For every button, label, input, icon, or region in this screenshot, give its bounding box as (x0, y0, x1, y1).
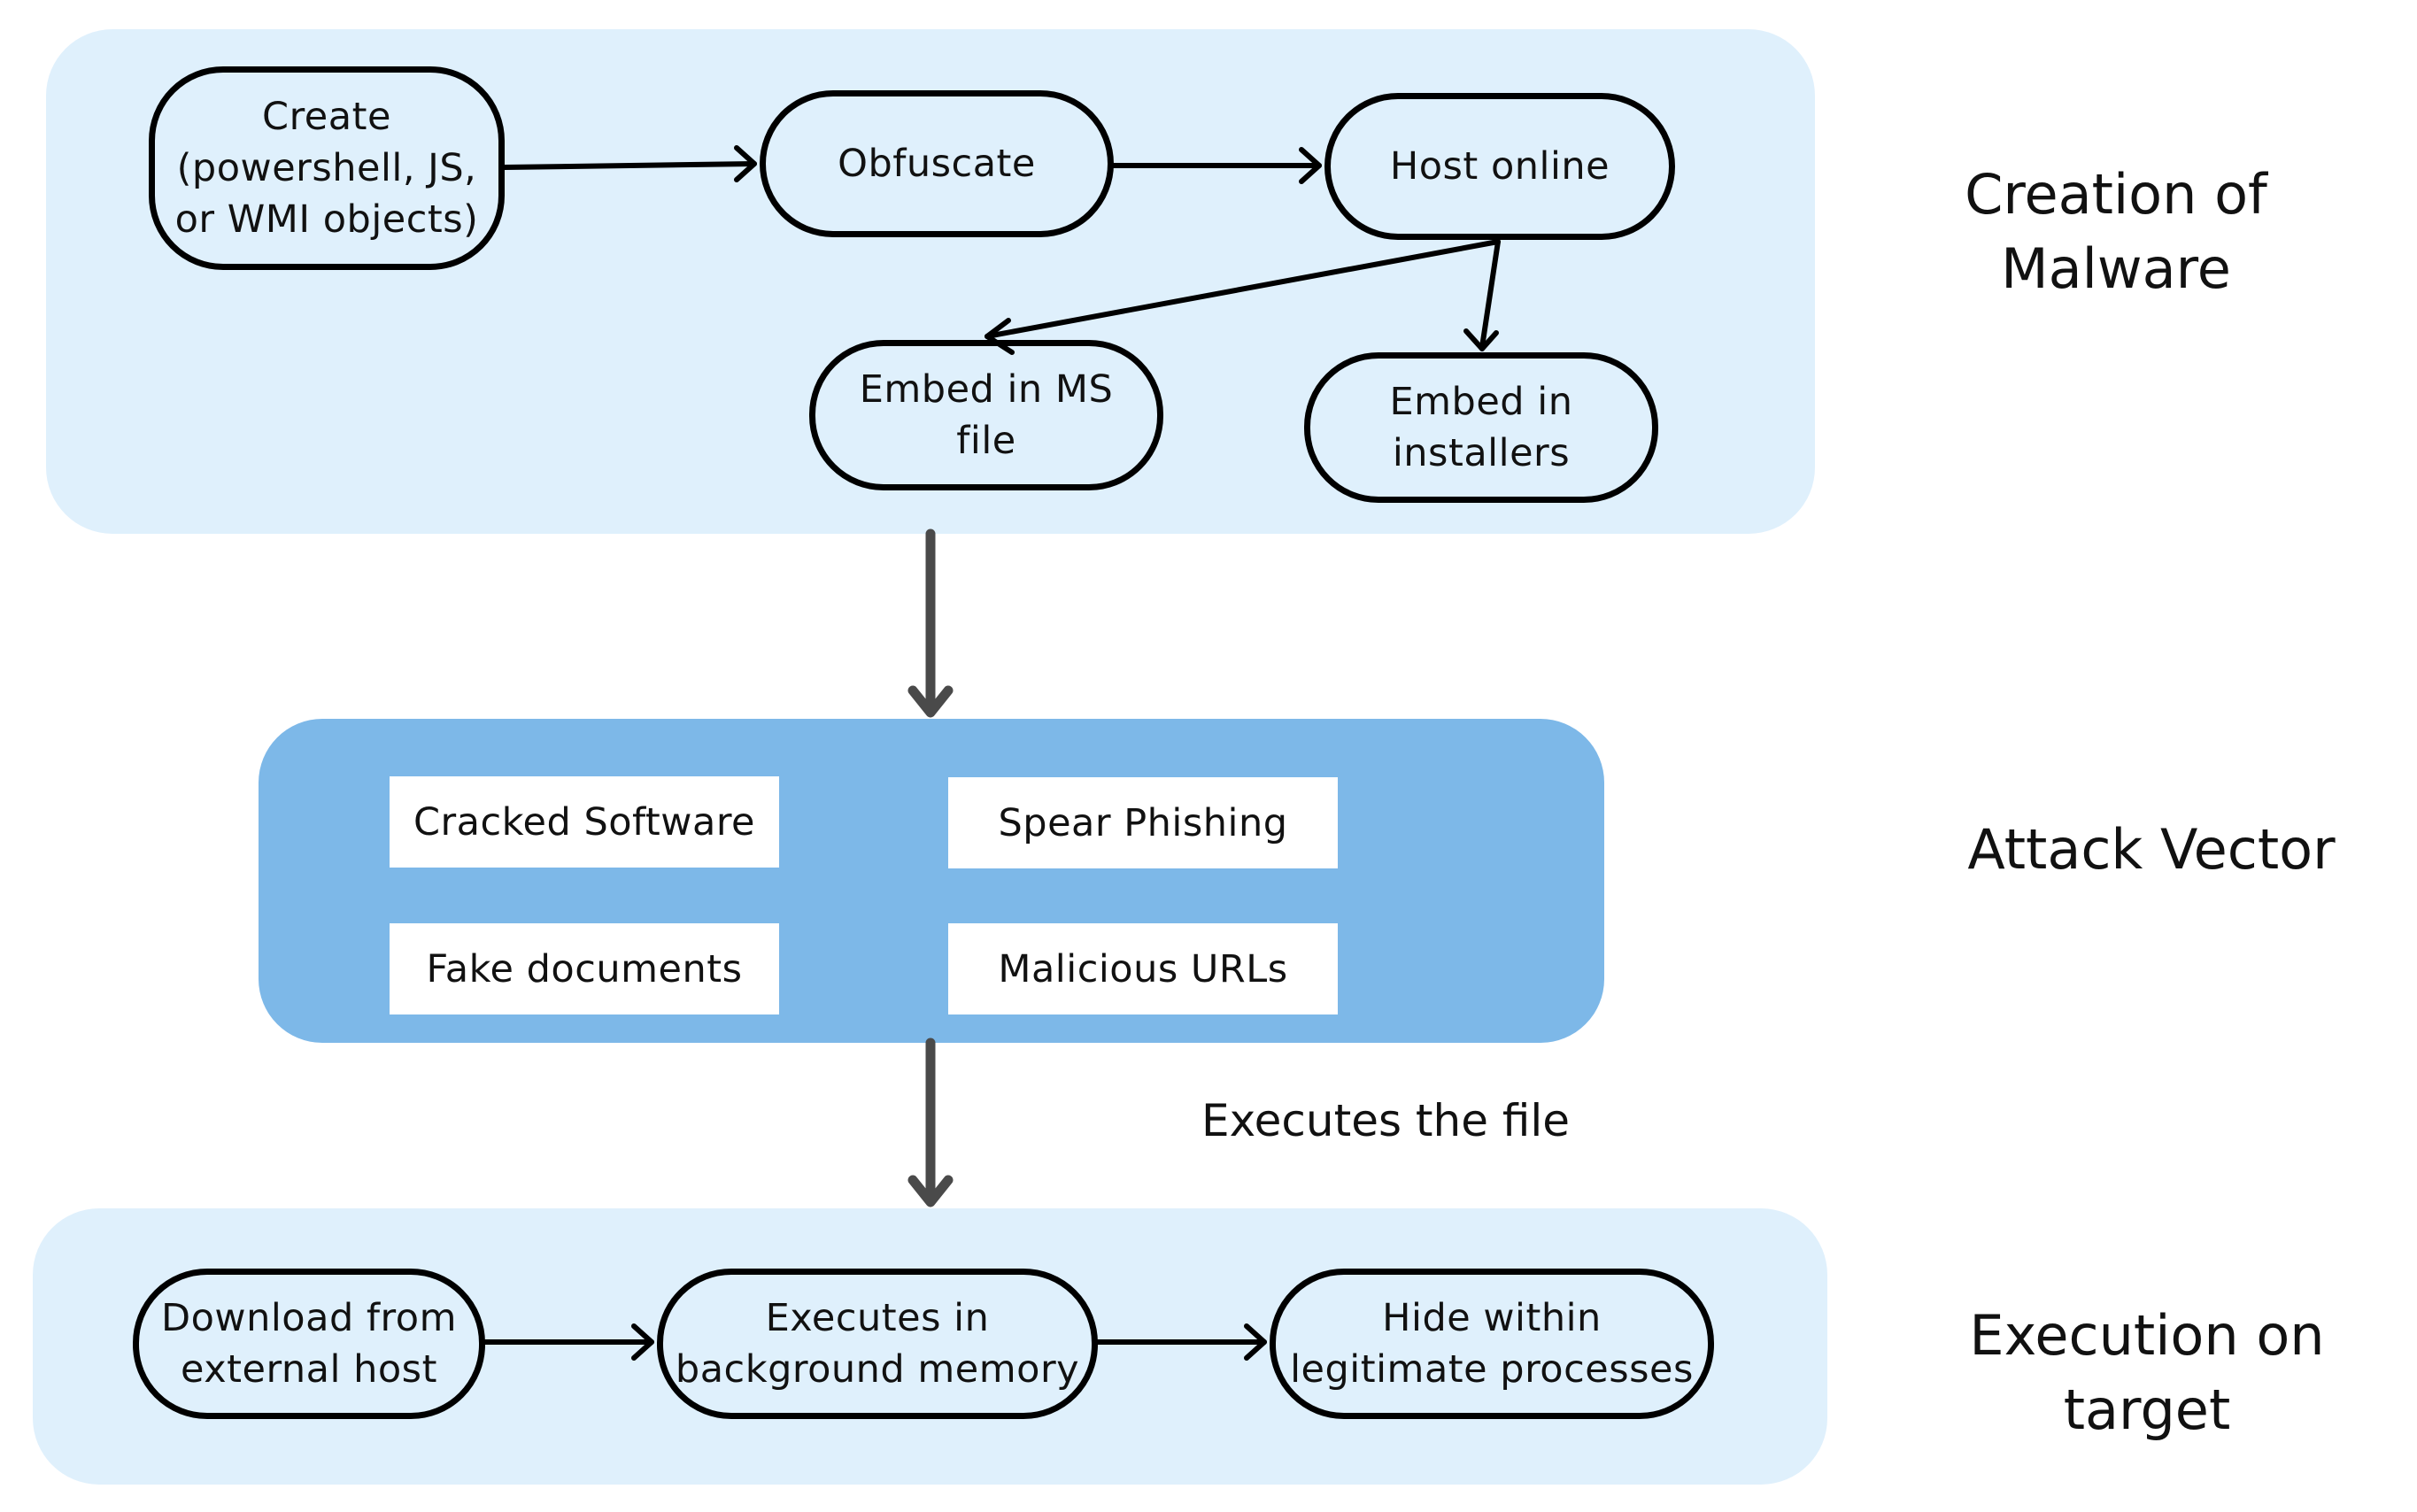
card-fake-documents: Fake documents (390, 923, 779, 1014)
node-embed-ms-file: Embed in MS file (809, 340, 1163, 490)
arrow-create-to-obfuscate (502, 161, 757, 170)
node-create: Create (powershell, JS, or WMI objects) (149, 66, 505, 270)
section-label-execution: Execution on target (1969, 1303, 2325, 1442)
node-download-external-host: Download from external host (133, 1269, 485, 1419)
node-executes-background-memory: Executes in background memory (657, 1269, 1098, 1419)
label-executes-the-file: Executes the file (1201, 1095, 1570, 1146)
card-spear-phishing: Spear Phishing (948, 777, 1338, 868)
card-cracked-software: Cracked Software (390, 776, 779, 868)
node-obfuscate: Obfuscate (760, 90, 1114, 237)
section-label-creation: Creation of Malware (1965, 162, 2267, 301)
creation-panel (46, 29, 1815, 534)
arrow-host-to-embed-installers (1479, 239, 1501, 350)
node-host-online: Host online (1324, 93, 1675, 240)
section-label-attack-vector: Attack Vector (1967, 817, 2336, 882)
execution-panel (33, 1208, 1827, 1485)
node-hide-legitimate-processes: Hide within legitimate processes (1270, 1269, 1714, 1419)
node-embed-installers: Embed in installers (1304, 352, 1658, 503)
arrow-host-to-embed-ms (985, 239, 1501, 339)
card-malicious-urls: Malicious URLs (948, 923, 1338, 1014)
